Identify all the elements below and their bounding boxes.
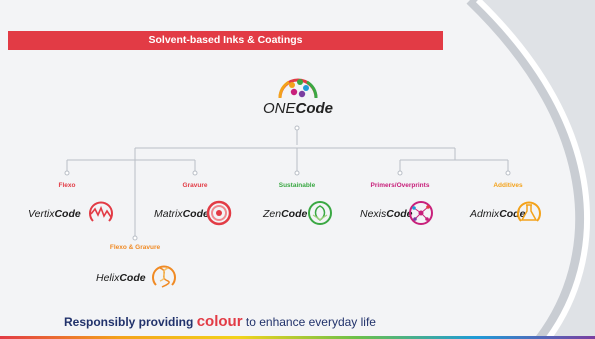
tagline-highlight: colour [196,313,243,330]
category-label-primers: Primers/Overprints [370,182,430,189]
onecode-wordmark: ONECode [248,100,348,117]
page-title-banner: Solvent-based Inks & Coatings [8,31,443,50]
onecode-suffix: Code [295,100,334,117]
helixcode-helix-icon [152,265,176,288]
zencode-leaf-icon [308,201,332,225]
tagline-rest: to enhance everyday life [245,315,376,329]
matrixcode-layers-icon [206,200,232,226]
nexiscode-network-icon [409,201,433,225]
vertixcode-wordmark: VertixCode [28,208,81,220]
tagline: Responsibly providing colour to enhance … [0,313,440,330]
category-label-flexo: Flexo [58,182,76,189]
category-label-additives: Additives [493,182,523,189]
matrixcode-wordmark: MatrixCode [154,208,209,220]
category-label-sustainable: Sustainable [278,182,316,189]
admixcode-flask-icon [517,201,541,222]
tagline-lead: Responsibly providing [64,315,194,329]
helixcode-wordmark: HelixCode [96,272,146,284]
rainbow-footer-bar [0,336,595,339]
zencode-wordmark: ZenCode [263,208,308,220]
category-label-gravure: Gravure [182,182,208,189]
nexiscode-wordmark: NexisCode [360,208,413,220]
onecode-logo [278,78,318,99]
vertixcode-wave-icon [89,201,113,222]
onecode-prefix: ONE [262,100,296,117]
category-label-flexo-gravure: Flexo & Gravure [109,244,161,251]
